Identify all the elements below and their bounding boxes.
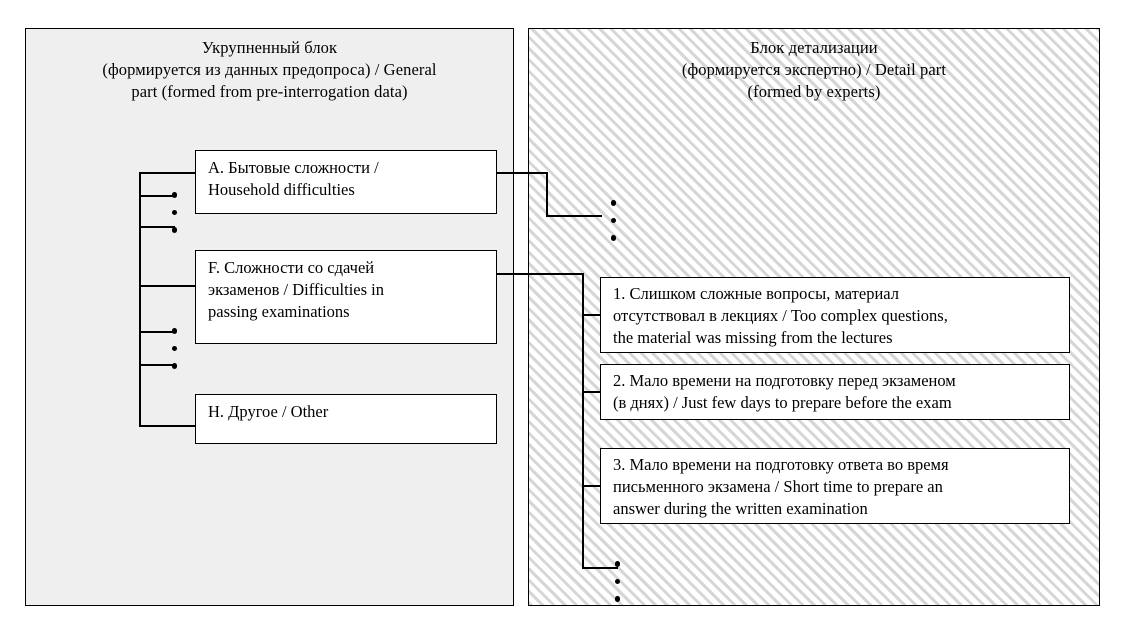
detail-branch-to-3 [582, 485, 601, 487]
detail-node-3[interactable]: 3. Мало времени на подготовку ответа во … [600, 448, 1070, 524]
general-branch-to-a [139, 172, 196, 174]
general-ellipsis-lower [170, 328, 179, 369]
general-part-title: Укрупненный блок (формируется из данных … [102, 38, 437, 101]
general-branch-ellipsis-upper-bottom [139, 226, 175, 228]
detail-branch-to-1 [582, 314, 601, 316]
general-branch-to-h [139, 425, 196, 427]
general-branch-ellipsis-lower-bottom [139, 364, 175, 366]
general-node-f[interactable]: F. Сложности со сдачей экзаменов / Diffi… [195, 250, 497, 344]
detail-node-1[interactable]: 1. Слишком сложные вопросы, материал отс… [600, 277, 1070, 353]
general-trunk-line [139, 172, 141, 426]
detail-branch-ellipsis-lower [582, 567, 618, 569]
general-branch-ellipsis-lower-top [139, 331, 175, 333]
general-node-a[interactable]: A. Бытовые сложности / Household difficu… [195, 150, 497, 214]
general-branch-to-f [139, 285, 196, 287]
detail-ellipsis-lower [613, 561, 622, 602]
detail-trunk-line [582, 273, 584, 568]
detail-ellipsis-upper [609, 200, 618, 241]
detail-part-title: Блок детализации (формируется экспертно)… [681, 38, 947, 101]
connector-f-out [497, 273, 583, 275]
connector-a-drop [546, 172, 548, 215]
general-branch-ellipsis-upper-top [139, 195, 175, 197]
connector-a-to-ellipsis [546, 215, 602, 217]
general-ellipsis-upper [170, 192, 179, 233]
detail-branch-to-2 [582, 391, 601, 393]
detail-node-2[interactable]: 2. Мало времени на подготовку перед экза… [600, 364, 1070, 420]
connector-a-out [497, 172, 547, 174]
general-node-h[interactable]: H. Другое / Other [195, 394, 497, 444]
